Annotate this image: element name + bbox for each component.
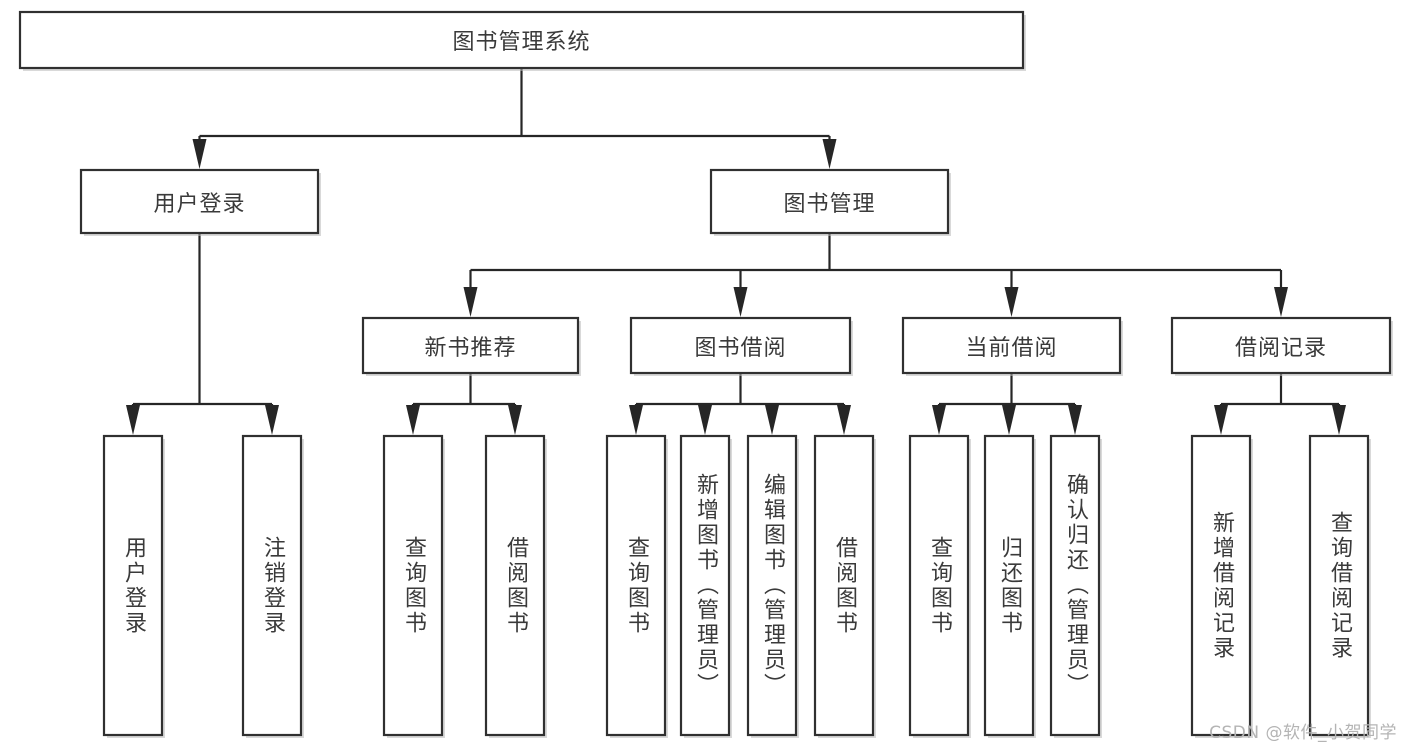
node-l3_record[interactable] xyxy=(1170,316,1393,376)
connector-group xyxy=(406,373,522,435)
node-root[interactable] xyxy=(18,10,1026,71)
node-leaf_cur_return[interactable] xyxy=(983,434,1036,738)
node-l3_current[interactable] xyxy=(901,316,1123,376)
node-leaf_br_query[interactable] xyxy=(605,434,668,738)
connector-group xyxy=(932,373,1082,435)
node-l2_book[interactable] xyxy=(709,168,951,236)
node-leaf_rec_add[interactable] xyxy=(1190,434,1253,738)
connector-group xyxy=(1214,373,1346,435)
connector-group xyxy=(192,68,837,169)
node-leaf_br_lend[interactable] xyxy=(813,434,876,738)
node-l3_borrow[interactable] xyxy=(629,316,853,376)
node-leaf_user_logout[interactable] xyxy=(241,434,304,738)
node-leaf_user_login[interactable] xyxy=(102,434,165,738)
watermark-text: CSDN @软件_小贺同学 xyxy=(1209,723,1397,743)
node-leaf_cur_confirm[interactable] xyxy=(1049,434,1102,738)
node-leaf_br_add[interactable] xyxy=(679,434,732,738)
node-l3_new[interactable] xyxy=(361,316,581,376)
node-l2_user[interactable] xyxy=(79,168,321,236)
node-leaf_br_edit[interactable] xyxy=(746,434,799,738)
connector-group xyxy=(629,373,851,435)
node-leaf_cur_query[interactable] xyxy=(908,434,971,738)
connector-group xyxy=(463,233,1288,317)
node-leaf_rec_query[interactable] xyxy=(1308,434,1371,738)
node-leaf_new_borrow[interactable] xyxy=(484,434,547,738)
connector-group xyxy=(126,233,279,435)
node-leaf_new_query[interactable] xyxy=(382,434,445,738)
